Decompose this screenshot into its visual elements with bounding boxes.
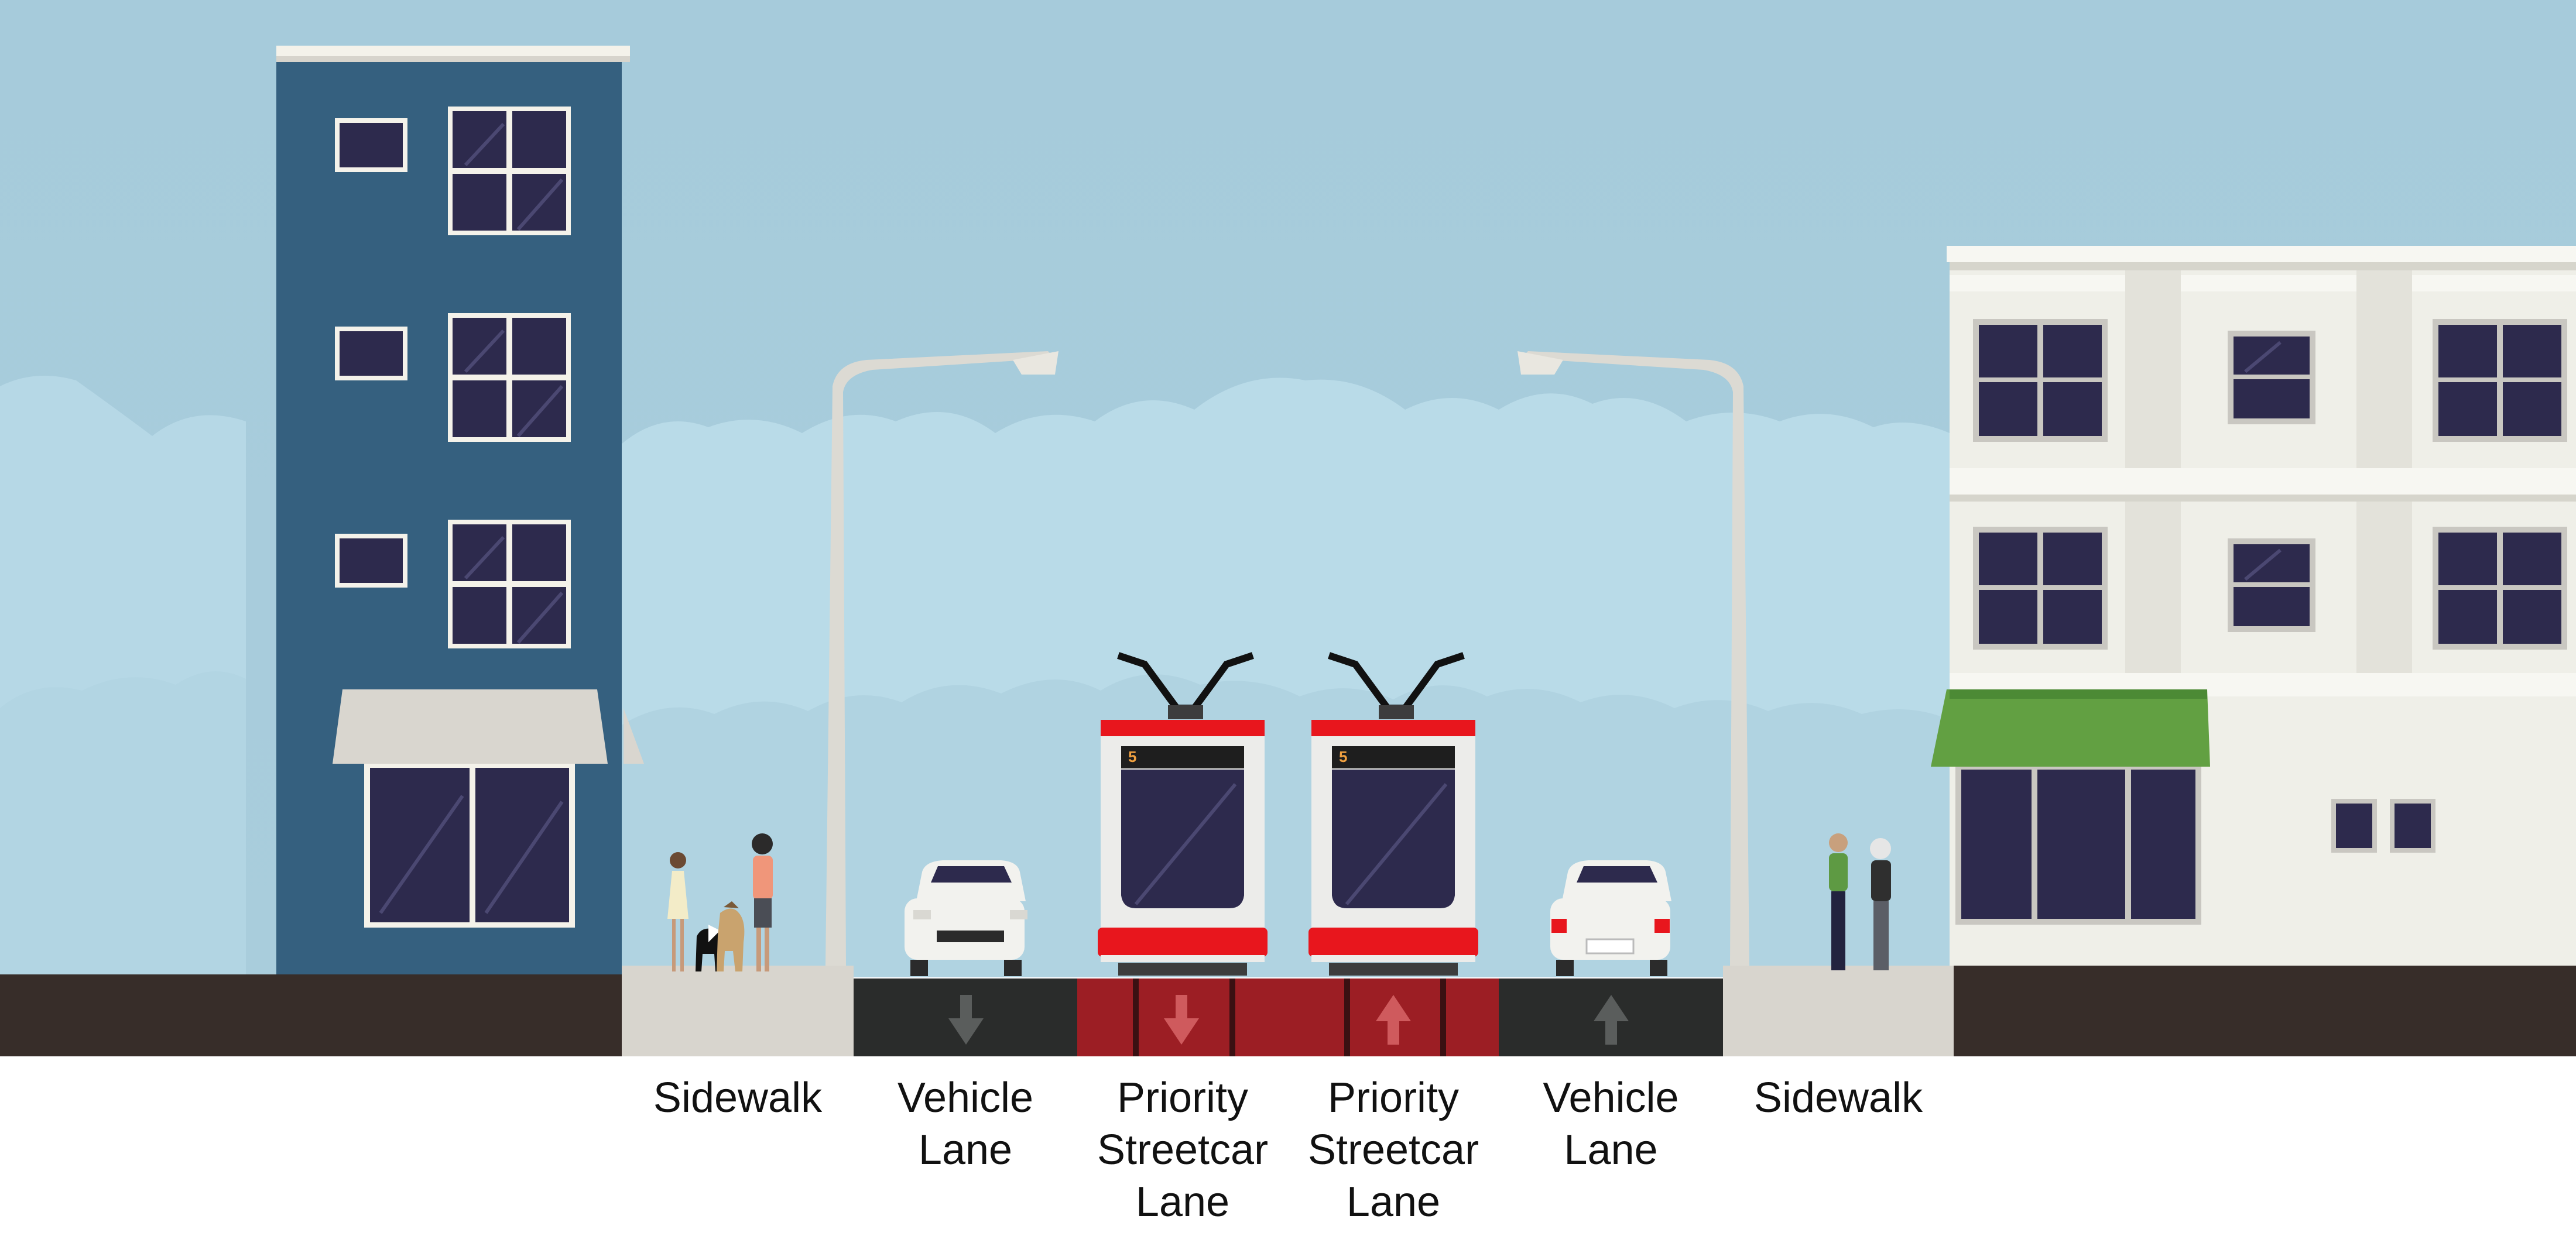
dog-icon <box>696 901 745 971</box>
lane-label-vehicle-northbound: Vehicle Lane <box>1499 1072 1723 1176</box>
streetcar-lanes-surface <box>1077 979 1499 1056</box>
lane-label-line: Vehicle <box>1543 1074 1679 1121</box>
car-icon <box>1550 860 1671 976</box>
pedestrian-icon <box>1829 833 1891 970</box>
lane-label-line: Priority <box>1327 1074 1459 1121</box>
lane-label-sidewalk-left: Sidewalk <box>622 1072 854 1124</box>
sidewalk-right-surface <box>1723 966 1954 1056</box>
route-sign-right: 5 <box>1339 748 1347 765</box>
ground-left <box>0 974 622 1056</box>
street-scene: 5 5 <box>0 0 2576 1056</box>
ground-right <box>1954 966 2576 1056</box>
pedestrian-icon <box>667 833 773 971</box>
right-building <box>1931 246 2576 977</box>
lane-label-line: Sidewalk <box>653 1074 823 1121</box>
sidewalk-left-surface <box>622 966 854 1056</box>
route-sign-left: 5 <box>1128 748 1136 765</box>
lane-label-line: Lane <box>918 1127 1013 1173</box>
streetcar-icon: 5 <box>1308 652 1478 976</box>
lane-label-line: Lane <box>1135 1179 1230 1225</box>
streetcar-icon: 5 <box>1098 652 1268 976</box>
lane-label-streetcar-southbound: Priority Streetcar Lane <box>1077 1072 1288 1228</box>
direction-arrow-icon <box>948 995 1629 1045</box>
lane-label-line: Lane <box>1346 1179 1441 1225</box>
lane-label-line: Priority <box>1116 1074 1248 1121</box>
lane-label-line: Vehicle <box>897 1074 1034 1121</box>
car-icon <box>905 860 1027 976</box>
lane-label-vehicle-southbound: Vehicle Lane <box>854 1072 1077 1176</box>
streetlight-icon <box>825 351 1749 966</box>
lane-label-line: Streetcar <box>1307 1127 1479 1173</box>
lane-label-streetcar-northbound: Priority Streetcar Lane <box>1288 1072 1499 1228</box>
left-building <box>276 46 644 975</box>
lane-label-line: Lane <box>1564 1127 1658 1173</box>
lane-label-line: Streetcar <box>1097 1127 1269 1173</box>
lane-label-line: Sidewalk <box>1753 1074 1923 1121</box>
lane-label-sidewalk-right: Sidewalk <box>1723 1072 1954 1124</box>
